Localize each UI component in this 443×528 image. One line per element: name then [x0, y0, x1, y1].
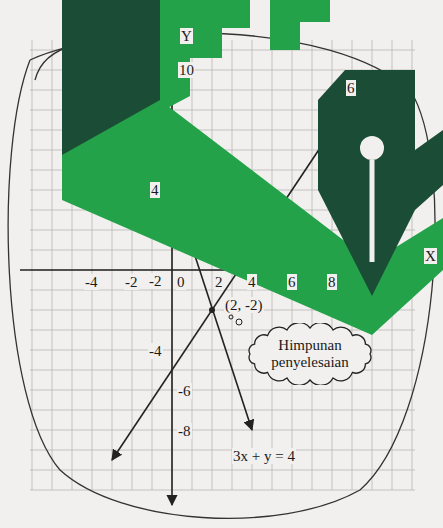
grid-line: [30, 410, 415, 411]
watermark-logo: [62, 0, 443, 335]
tick-number: 4: [247, 274, 257, 290]
logo-pen-hole: [360, 136, 384, 160]
tick-number: -2: [148, 273, 163, 289]
tick-number: 10: [178, 62, 195, 78]
grid-line: [30, 390, 415, 391]
grid-line: [30, 470, 415, 471]
grid-line: [192, 40, 193, 490]
callout-text: Himpunan penyelesaian: [265, 337, 355, 371]
grid-line: [30, 430, 415, 431]
solution-point: [209, 307, 215, 313]
tick-number: 2: [214, 274, 224, 290]
tick-number: 8: [327, 274, 337, 290]
axis-name: Y: [180, 28, 193, 44]
grid-line: [30, 450, 415, 451]
tick-number: -8: [177, 423, 192, 439]
cloud-shape: [249, 323, 371, 385]
tick-number: -4: [84, 274, 99, 290]
tick-number: -6: [177, 383, 192, 399]
callout-bubble: [236, 319, 242, 325]
tick-number: 0: [176, 274, 186, 290]
axis-name: X: [424, 248, 437, 264]
callout-cloud: Himpunan penyelesaian: [245, 323, 375, 385]
point-label: (2, -2): [224, 297, 264, 313]
equation-label: 6: [346, 80, 356, 96]
logo-step: [160, 0, 250, 112]
tick-number: -4: [148, 343, 163, 359]
tick-number: -2: [124, 274, 139, 290]
equation-label: 3x + y = 4: [232, 448, 296, 464]
callout-bubble: [229, 315, 233, 319]
tick-number: 4: [150, 182, 160, 198]
grid-line: [52, 40, 53, 490]
logo-step: [270, 0, 330, 50]
logo-pen-slit: [370, 160, 375, 262]
logo-pen: [318, 70, 443, 296]
grid-line: [30, 330, 415, 331]
grid-line: [32, 40, 33, 490]
tick-number: 6: [287, 274, 297, 290]
